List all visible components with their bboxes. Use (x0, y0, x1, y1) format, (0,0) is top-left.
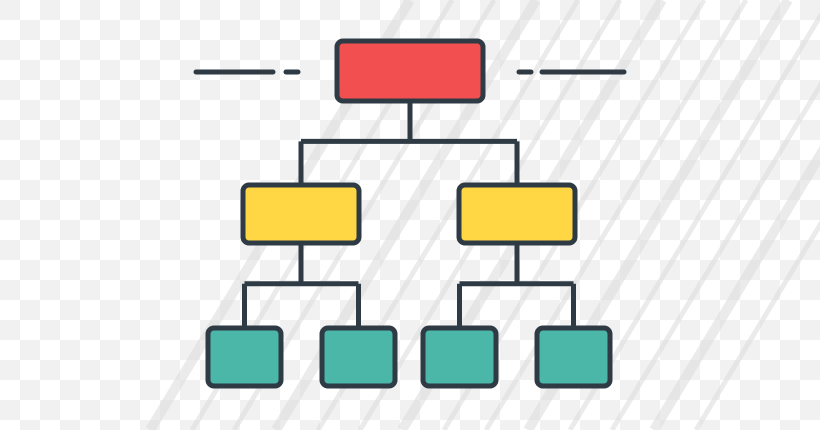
stripe (271, 0, 541, 430)
connectors (242, 101, 576, 328)
stripe (483, 0, 749, 430)
org-node-leaf-4 (534, 325, 613, 389)
nodes (205, 38, 613, 389)
stripe (609, 81, 820, 430)
org-node-mid-left (240, 182, 362, 246)
stripe (567, 11, 820, 430)
org-node-leaf-3 (420, 325, 499, 389)
stripe (649, 145, 820, 430)
org-node-leaf-1 (205, 325, 284, 389)
org-node-mid-right (456, 182, 578, 246)
org-node-root (334, 38, 486, 104)
org-node-leaf-2 (319, 325, 398, 389)
stripe (693, 220, 820, 430)
